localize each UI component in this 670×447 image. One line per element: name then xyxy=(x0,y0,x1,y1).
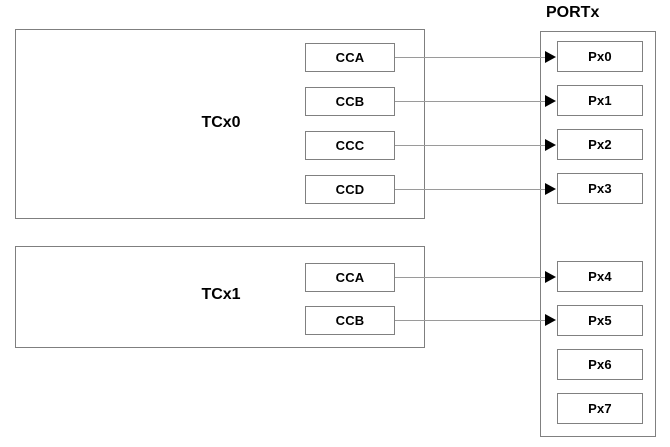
arrowhead-px4 xyxy=(545,271,556,283)
connector-tcx0-cca-to-px0 xyxy=(395,57,546,58)
port-pin-px0[interactable]: Px0 xyxy=(557,41,643,72)
channel-box-tcx0-ccb[interactable]: CCB xyxy=(305,87,395,116)
connector-tcx0-ccd-to-px3 xyxy=(395,189,546,190)
port-title: PORTx xyxy=(546,4,600,21)
channel-box-tcx1-ccb[interactable]: CCB xyxy=(305,306,395,335)
arrowhead-px5 xyxy=(545,314,556,326)
connector-tcx0-ccc-to-px2 xyxy=(395,145,546,146)
channel-box-tcx0-ccc[interactable]: CCC xyxy=(305,131,395,160)
channel-box-tcx1-cca[interactable]: CCA xyxy=(305,263,395,292)
port-pin-px5[interactable]: Px5 xyxy=(557,305,643,336)
connector-tcx1-cca-to-px4 xyxy=(395,277,546,278)
port-pin-px4[interactable]: Px4 xyxy=(557,261,643,292)
connector-tcx1-ccb-to-px5 xyxy=(395,320,546,321)
port-pin-px2[interactable]: Px2 xyxy=(557,129,643,160)
arrowhead-px0 xyxy=(545,51,556,63)
channel-box-tcx0-ccd[interactable]: CCD xyxy=(305,175,395,204)
arrowhead-px2 xyxy=(545,139,556,151)
connector-tcx0-ccb-to-px1 xyxy=(395,101,546,102)
channel-box-tcx0-cca[interactable]: CCA xyxy=(305,43,395,72)
module-label-tcx0: TCx0 xyxy=(201,114,241,131)
arrowhead-px1 xyxy=(545,95,556,107)
module-label-tcx1: TCx1 xyxy=(201,286,241,303)
port-pin-px6[interactable]: Px6 xyxy=(557,349,643,380)
port-pin-px7[interactable]: Px7 xyxy=(557,393,643,424)
port-pin-px1[interactable]: Px1 xyxy=(557,85,643,116)
port-pin-px3[interactable]: Px3 xyxy=(557,173,643,204)
arrowhead-px3 xyxy=(545,183,556,195)
